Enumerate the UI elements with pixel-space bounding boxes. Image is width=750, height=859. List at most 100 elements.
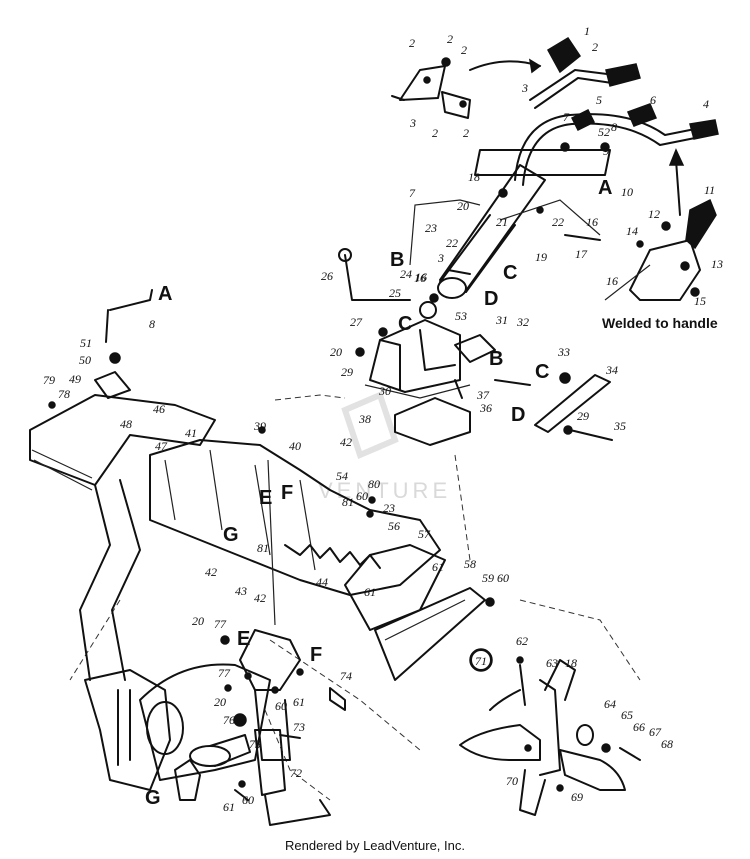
watermark-logo [341,390,399,460]
callout: 2 [432,126,438,140]
callout: 37 [476,388,490,402]
letter-b: B [390,249,404,271]
callout: 22 [446,236,458,250]
letter-e: E [237,628,250,650]
callout: 11 [704,183,715,197]
callout: 73 [293,720,305,734]
letter-c: C [503,262,517,284]
callout: 27 [350,315,363,329]
mount-bracket-assembly [355,301,613,446]
letter-a: A [598,177,612,199]
callout: 59 [482,571,494,585]
callout: 20 [457,199,469,213]
callout: 61 [364,585,376,599]
callout: 42 [205,565,217,579]
callout: 63 [546,656,558,670]
callout: 72 [290,766,302,780]
letter-c: C [398,313,412,335]
letter-g: G [145,787,161,809]
callout: 16 [415,270,427,284]
letter-e: E [259,487,272,509]
callout: 49 [69,372,81,386]
callout: 33 [557,345,570,359]
callout: 3 [521,81,528,95]
callout: 18 [565,656,577,670]
letter-d: D [511,404,525,426]
callout: 48 [120,417,132,431]
callout: 7 [563,110,570,124]
callout: 42 [254,591,266,605]
callout: 5 [596,93,602,107]
callout: 70 [506,774,518,788]
callout: 60 [242,793,254,807]
callout: 80 [368,477,380,491]
callout: 6 [650,93,656,107]
callout: 38 [358,412,371,426]
callout: 67 [649,725,662,739]
callout: 23 [425,221,437,235]
callout: 60 [275,699,287,713]
callout: 26 [321,269,333,283]
callout: 46 [153,402,165,416]
callout: 56 [388,519,400,533]
callout: 3 [409,116,416,130]
watermark-text: VENTURE [318,478,451,503]
callout: 57 [418,527,431,541]
callout: 50 [79,353,91,367]
callout: 31 [495,313,508,327]
callout: 2 [592,40,598,54]
callout: 60 [497,571,509,585]
callout: 14 [626,224,638,238]
callout: 8 [611,120,617,134]
callout: 58 [464,557,476,571]
callout: 7 [409,186,416,200]
callout: 20 [192,614,204,628]
callout: 68 [661,737,673,751]
callout: 53 [455,309,467,323]
letter-d: D [484,288,498,310]
circled-callout-ring [469,648,493,672]
handle-assembly [338,36,719,303]
callout: 15 [694,294,706,308]
callout: 4 [633,67,639,81]
callout: 2 [409,36,415,50]
callout: 39 [253,419,266,433]
callout: 25 [389,286,401,300]
callout: 79 [43,373,55,387]
letter-c: C [535,361,549,383]
callout: 64 [604,697,616,711]
callout: 9 [603,144,609,158]
callout: 74 [340,669,352,683]
callout: 20 [214,695,226,709]
callout: 51 [80,336,92,350]
callout: 43 [235,584,247,598]
callout: 75 [249,737,261,751]
transmission-assembly [84,629,346,826]
callout: 2 [461,43,467,57]
callout: 54 [336,469,348,483]
handle-lever-detail [604,198,717,301]
tine-hood [29,289,495,681]
callout: 10 [621,185,633,199]
callout: 77 [214,617,227,631]
callout: 19 [535,250,547,264]
callout: 61 [432,560,444,574]
callout: 3 [437,251,444,265]
callout: 12 [648,207,660,221]
callout: 34 [605,363,618,377]
callout: 47 [155,439,168,453]
callout: 35 [613,419,626,433]
callout: 36 [479,401,492,415]
callout: 52 [598,125,610,139]
callout: 2 [447,32,453,46]
callout: 32 [516,315,529,329]
callout: 20 [330,345,342,359]
callout: 4 [703,97,709,111]
callout: 24 [400,267,412,281]
callout: 16 [414,271,426,285]
callout: 23 [383,501,395,515]
handle-detail-inset [391,57,542,119]
callout: 16 [586,215,598,229]
callout: 22 [552,215,564,229]
